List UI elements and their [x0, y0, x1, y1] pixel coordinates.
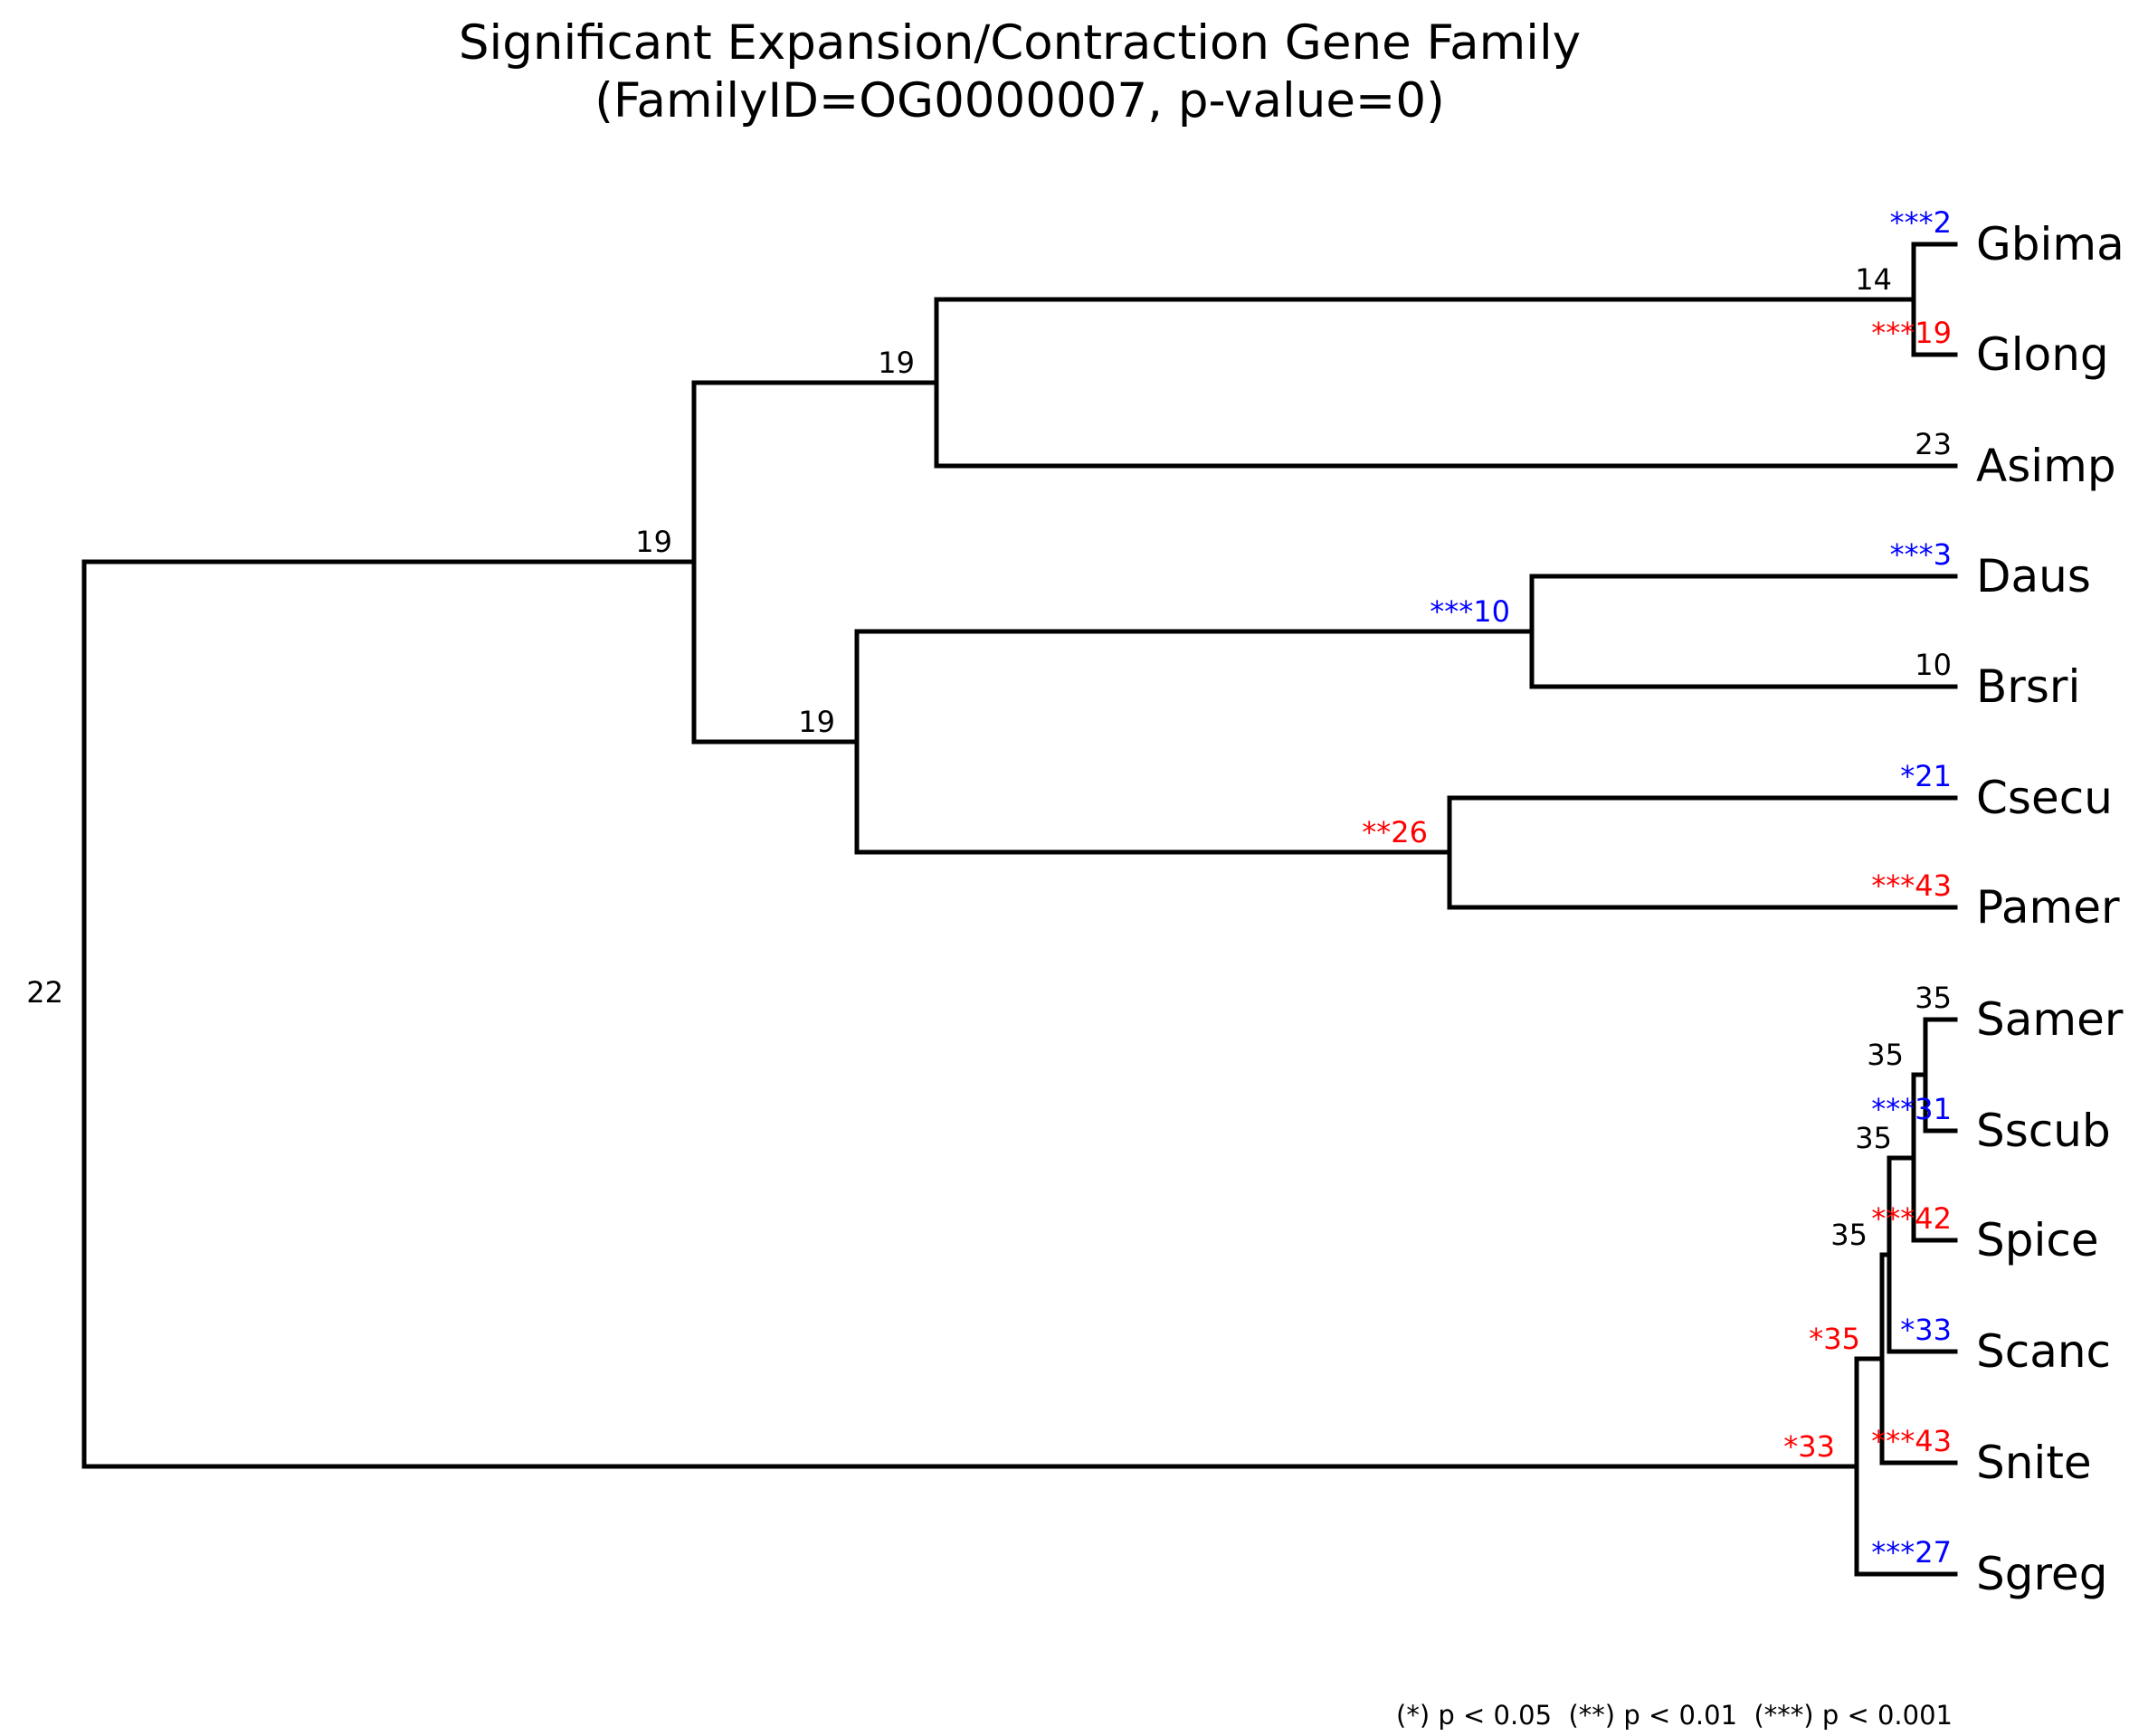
node-count-label-daus-brsri: ***10: [1430, 594, 1510, 629]
species-label-sscub: Sscub: [1976, 1105, 2111, 1157]
species-label-csecu: Csecu: [1976, 772, 2113, 824]
leaf-count-label-sscub: ***31: [1871, 1092, 1952, 1126]
node-count-label-root: 22: [26, 975, 63, 1010]
leaf-count-label-brsri: 10: [1915, 648, 1952, 682]
species-label-daus: Daus: [1976, 550, 2091, 602]
leaf-count-label-daus: ***3: [1890, 537, 1952, 572]
species-label-snite: Snite: [1976, 1437, 2092, 1489]
node-count-label-gg-asimp: 19: [878, 346, 915, 380]
species-label-gbima: Gbima: [1976, 218, 2124, 270]
species-label-spice: Spice: [1976, 1214, 2099, 1266]
species-label-scanc: Scanc: [1976, 1325, 2111, 1378]
leaf-count-label-pamer: ***43: [1871, 868, 1952, 903]
species-label-pamer: Pamer: [1976, 881, 2120, 934]
species-label-samer: Samer: [1976, 993, 2124, 1046]
node-count-label-csecu-pamer: **26: [1362, 815, 1428, 849]
node-count-label-ss-spice: 35: [1855, 1121, 1892, 1155]
leaf-count-label-scanc: *33: [1900, 1313, 1952, 1347]
species-label-glong: Glong: [1976, 328, 2109, 381]
node-count-label-ss-scanc: 35: [1830, 1218, 1868, 1252]
node-count-label-gbima-glong: 14: [1855, 262, 1892, 297]
leaf-count-label-csecu: *21: [1900, 759, 1952, 793]
species-label-asimp: Asimp: [1976, 440, 2116, 492]
leaf-count-label-spice: ***42: [1871, 1201, 1952, 1236]
leaf-count-label-sgreg: ***27: [1871, 1535, 1952, 1570]
leaf-count-label-asimp: 23: [1915, 427, 1952, 461]
species-label-sgreg: Sgreg: [1976, 1548, 2107, 1600]
leaf-count-label-gbima: ***2: [1890, 205, 1952, 240]
significance-legend: (*) p < 0.05 (**) p < 0.01 (***) p < 0.0…: [1396, 1700, 1953, 1731]
leaf-count-label-snite: ***43: [1871, 1424, 1952, 1458]
species-label-brsri: Brsri: [1976, 660, 2080, 713]
node-count-label-db-cp: 19: [798, 705, 835, 739]
chart-title-line1: Significant Expansion/Contraction Gene F…: [458, 15, 1582, 71]
leaf-count-label-samer: 35: [1915, 981, 1952, 1015]
node-count-label-top-clade: 19: [635, 525, 672, 559]
node-count-label-ss-snite: *35: [1809, 1322, 1860, 1356]
leaf-count-label-glong: ***19: [1871, 316, 1952, 350]
node-count-label-ss-sgreg: *33: [1783, 1429, 1835, 1464]
chart-title-line2: (FamilyID=OG0000007, p-value=0): [594, 73, 1445, 128]
node-count-label-samer-sscub: 35: [1867, 1038, 1904, 1072]
chart-title: Significant Expansion/Contraction Gene F…: [0, 14, 2039, 130]
